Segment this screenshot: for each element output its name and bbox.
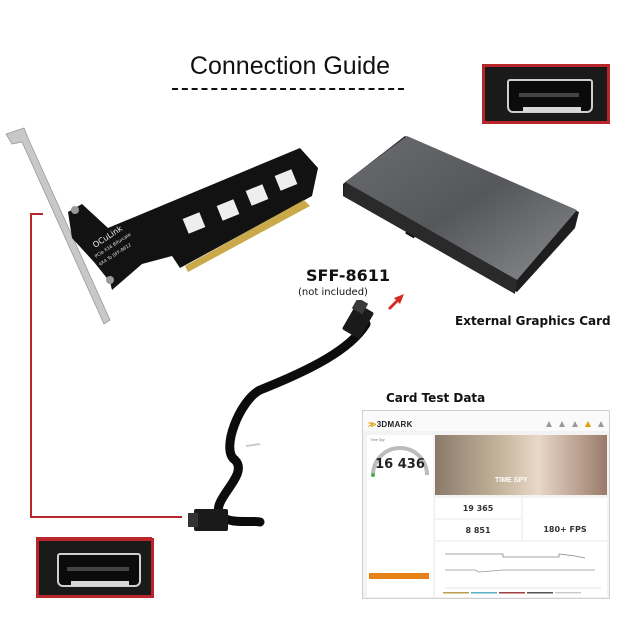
connector-line-top xyxy=(30,213,43,215)
graphics-score-panel: 19 365 xyxy=(435,498,521,518)
port-closeup-top xyxy=(482,64,610,124)
cable-name-label: SFF-8611 xyxy=(306,266,391,285)
pcie-card-image: OCuLink PCIe X16 Bifurcate 4X4 To SFF-86… xyxy=(5,127,318,325)
overall-score: 16 436 xyxy=(375,457,425,472)
title-underline xyxy=(172,88,404,90)
monitoring-chart xyxy=(435,542,607,597)
test-banner: TIME SPY xyxy=(435,435,607,495)
connector-line-vertical xyxy=(30,213,32,518)
score-panel: Time Spy 16 436 xyxy=(367,435,433,597)
benchmark-window: ≫3DMARK Time Spy 16 436 TIME SPY 19 365 … xyxy=(362,410,610,599)
egpu-label: External Graphics Card xyxy=(455,314,611,328)
sff8611-cable-image xyxy=(188,300,374,531)
red-arrow-icon xyxy=(388,294,404,310)
app-header: ≫3DMARK xyxy=(363,417,609,431)
fps-panel: 180+ FPS xyxy=(523,498,607,540)
test-name: TIME SPY xyxy=(495,477,528,484)
run-button[interactable] xyxy=(369,573,429,579)
stress-icon[interactable] xyxy=(572,421,578,427)
page-title: Connection Guide xyxy=(189,52,391,80)
cable-note-label: (not included) xyxy=(298,287,368,298)
window-titlebar xyxy=(363,411,609,417)
app-logo: ≫3DMARK xyxy=(368,419,413,429)
egpu-image xyxy=(343,136,579,294)
results-icon[interactable] xyxy=(585,421,591,427)
home-icon[interactable] xyxy=(546,421,552,427)
score-gauge xyxy=(371,446,429,477)
port-closeup-bottom xyxy=(36,538,154,598)
cpu-score-panel: 8 851 xyxy=(435,520,521,540)
test-data-label: Card Test Data xyxy=(386,391,486,405)
benchmarks-icon[interactable] xyxy=(559,421,565,427)
connector-line-bottom xyxy=(30,516,182,518)
settings-icon[interactable] xyxy=(598,421,604,427)
